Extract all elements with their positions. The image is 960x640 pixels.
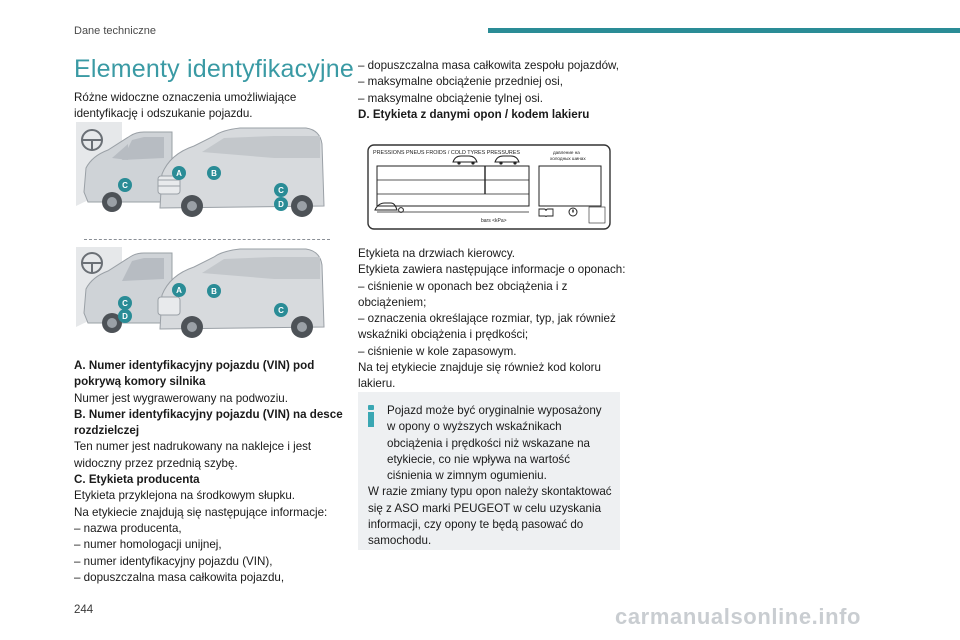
- marker-b-bottom: B: [207, 284, 221, 298]
- list-item: – nazwa producenta,: [74, 521, 182, 535]
- list-item: – maksymalne obciążenie przedniej osi,: [358, 75, 563, 89]
- right-column-middle-text: Etykieta na drzwiach kierowcy. Etykieta …: [358, 246, 628, 393]
- header-accent-bar: [488, 28, 960, 33]
- diagram-divider: [84, 239, 330, 240]
- tyre-label-units: bars <kPa>: [481, 218, 507, 224]
- left-column-text: A. Numer identyfikacyjny pojazdu (VIN) p…: [74, 358, 344, 586]
- svg-text:B: B: [211, 169, 217, 178]
- svg-text:D: D: [278, 200, 284, 209]
- marker-c-bottom-left: C: [118, 296, 132, 310]
- tyre-label-cyrillic-2: холодных шинах: [550, 156, 586, 161]
- marker-c-top-left: C: [118, 178, 132, 192]
- list-item: – dopuszczalna masa całkowita zespołu po…: [358, 59, 620, 72]
- list-item: – maksymalne obciążenie tylnej osi.: [358, 91, 543, 105]
- section-c-body: Etykieta przyklejona na środkowym słupku…: [74, 489, 296, 503]
- marker-d-bottom: D: [118, 309, 132, 323]
- book-icon: [538, 208, 554, 218]
- section-b-body: Ten numer jest nadrukowany na naklejce i…: [74, 440, 312, 470]
- list-item: – numer identyfikacyjny pojazdu (VIN),: [74, 554, 273, 568]
- list-item: – dopuszczalna masa całkowita pojazdu,: [74, 570, 285, 584]
- watermark: carmanualsonline.info: [615, 604, 862, 629]
- loaded-car-icon: [494, 155, 520, 165]
- section-c-body: Na etykiecie znajdują się następujące in…: [74, 505, 328, 519]
- list-item: – ciśnienie w kole zapasowym.: [358, 344, 517, 358]
- info-note-paragraph: Pojazd może być oryginalnie wyposażony w…: [387, 404, 602, 483]
- tyre-label-header: PRESSIONS PNEUS FROIDS / COLD TYRES PRES…: [373, 150, 520, 156]
- section-d-body: Na tej etykiecie znajduje się również ko…: [358, 361, 601, 391]
- van-diagram-top: C A B C D: [76, 122, 325, 217]
- spare-wheel-car-icon: [374, 202, 404, 213]
- svg-text:C: C: [122, 299, 128, 308]
- list-item: – numer homologacji unijnej,: [74, 538, 222, 552]
- intro-paragraph: Różne widoczne oznaczenia umożliwiające …: [74, 91, 297, 120]
- van-side-view: [83, 252, 173, 333]
- marker-b-top: B: [207, 166, 221, 180]
- svg-text:B: B: [211, 287, 217, 296]
- section-d-heading: D. Etykieta z danymi opon / kodem lakier…: [358, 107, 590, 121]
- section-a-body: Numer jest wygrawerowany na podwoziu.: [74, 391, 288, 405]
- section-label: Dane techniczne: [74, 25, 156, 37]
- page-number: 244: [74, 604, 94, 616]
- info-note-paragraph: W razie zmiany typu opon należy skontakt…: [368, 485, 612, 548]
- car-icon: [452, 155, 478, 165]
- warning-icon: [568, 207, 578, 217]
- section-b-heading: B. Numer identyfikacyjny pojazdu (VIN) n…: [74, 407, 343, 438]
- info-note-box: Pojazd może być oryginalnie wyposażony w…: [358, 392, 620, 550]
- right-column-top-text: – dopuszczalna masa całkowita zespołu po…: [358, 58, 628, 123]
- marker-a-bottom: A: [172, 283, 186, 297]
- section-a-heading: A. Numer identyfikacyjny pojazdu (VIN) p…: [74, 359, 315, 389]
- svg-text:C: C: [278, 186, 284, 195]
- tyre-label-cyrillic-1: давление на: [553, 150, 580, 155]
- marker-c-bottom-right: C: [274, 303, 288, 317]
- marker-c-top-right: C: [274, 183, 288, 197]
- section-c-heading: C. Etykieta producenta: [74, 473, 200, 487]
- section-d-body: Etykieta zawiera następujące informacje …: [358, 263, 626, 277]
- tyre-pressure-label-illustration: PRESSIONS PNEUS FROIDS / COLD TYRES PRES…: [367, 144, 611, 230]
- marker-d-top: D: [274, 197, 288, 211]
- page-title: Elementy identyfikacyjne: [74, 55, 354, 83]
- svg-text:C: C: [278, 306, 284, 315]
- svg-text:A: A: [176, 169, 182, 178]
- svg-text:A: A: [176, 286, 182, 295]
- list-item: – oznaczenia określające rozmiar, typ, j…: [358, 312, 616, 342]
- svg-text:D: D: [122, 312, 128, 321]
- svg-text:C: C: [122, 181, 128, 190]
- van-side-view: [83, 131, 173, 212]
- section-d-body: Etykieta na drzwiach kierowcy.: [358, 247, 516, 260]
- marker-a-top: A: [172, 166, 186, 180]
- list-item: – ciśnienie w oponach bez obciążenia i z…: [358, 279, 568, 309]
- info-icon: [367, 405, 375, 427]
- van-diagram-bottom: C D A B C: [76, 247, 325, 338]
